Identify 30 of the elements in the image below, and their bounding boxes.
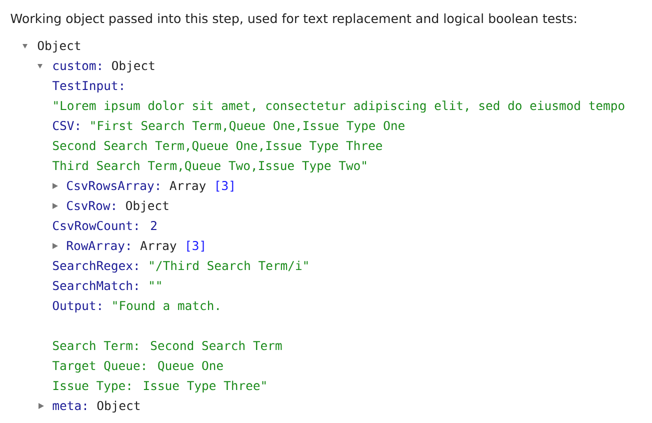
- property-key: SearchRegex:: [53, 260, 138, 273]
- object-value: Object: [112, 60, 154, 73]
- property-key: TestInput:: [52, 81, 123, 93]
- object-value: Object: [38, 40, 80, 53]
- property-key: CsvRowsArray:: [67, 180, 159, 193]
- string-value: "/Third Search Term/i": [150, 260, 308, 272]
- property-key: custom:: [53, 61, 101, 70]
- property-key: CsvRowCount: 2: [53, 220, 156, 230]
- string-value: Third Search Term,Queue Two,Issue Type Two": [52, 160, 366, 173]
- property-key: CsvRow:: [67, 200, 115, 210]
- object-value: Object: [126, 200, 168, 213]
- string-value: Target Queue: Queue One: [52, 360, 223, 373]
- string-value: "Found a match.: [113, 300, 219, 310]
- property-key: meta:: [52, 401, 86, 410]
- property-key: CSV:: [53, 120, 79, 130]
- array-length: [3]: [187, 240, 204, 252]
- string-value: "Lorem ipsum dolor sit amet, consectetur adipiscing elit, sed do eiusmod tempo: [54, 100, 624, 113]
- object-value: Array: [170, 181, 206, 193]
- string-value: Second Search Term,Queue One,Issue Type Three: [53, 140, 382, 153]
- array-length: [3]: [216, 180, 234, 192]
- property-key: Output:: [52, 300, 101, 313]
- string-value: Issue Type: Issue Type Three": [53, 380, 266, 393]
- heading: Working object passed into this step, used for text replacement and logical boolean tests:: [10, 13, 576, 26]
- property-key: RowArray:: [67, 241, 130, 253]
- object-value: Array: [140, 241, 176, 253]
- property-key: SearchMatch:: [53, 280, 138, 290]
- string-value: "First Search Term,Queue One,Issue Type One: [91, 120, 404, 133]
- string-value: Search Term: Second Search Term: [53, 340, 282, 350]
- object-value: Object: [97, 400, 140, 413]
- string-value: "": [150, 281, 161, 284]
